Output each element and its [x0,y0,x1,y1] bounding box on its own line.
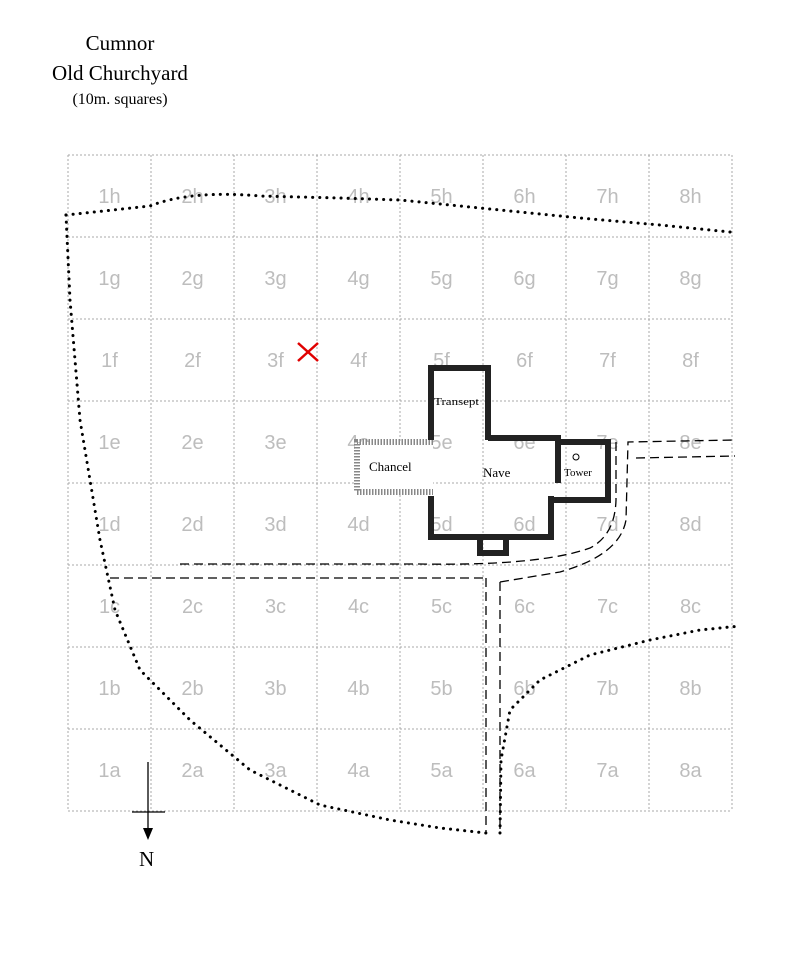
grid-cell-label-6h: 6h [513,186,535,208]
grid-cell-label-5c: 5c [431,596,452,618]
grid-cell-label-1g: 1g [98,268,120,290]
grid-cell-label-2e: 2e [181,432,203,454]
grid-cell-label-1d: 1d [98,514,120,536]
grid-cell-label-8f: 8f [682,350,699,372]
boundary-southeast [498,624,742,835]
grid-cell-label-6b: 6b [513,678,535,700]
title-scale-note: (10m. squares) [72,91,168,108]
grid-cell-label-7g: 7g [596,268,618,290]
grid-cell-label-4d: 4d [347,514,369,536]
chancel-label: Chancel [369,459,412,474]
grid-cell-label-8c: 8c [680,596,701,618]
grid-cell-label-6a: 6a [513,760,536,782]
paths [110,439,736,833]
grid-cell-label-2f: 2f [184,350,201,372]
grid-cell-label-1a: 1a [98,760,121,782]
grid-cell-label-8h: 8h [679,186,701,208]
grid-cell-label-2a: 2a [181,760,204,782]
grid-cell-label-5e: 5e [430,432,452,454]
grid-cell-label-7c: 7c [597,596,618,618]
porch-walls [477,537,509,556]
grid-cell-label-1h: 1h [98,186,120,208]
north-label: N [139,847,154,871]
grid-cell-label-1c: 1c [99,596,120,618]
grid-cell-label-3b: 3b [264,678,286,700]
grid-cell-label-8b: 8b [679,678,701,700]
grid-cell-label-3f: 3f [267,350,284,372]
tower-walls [553,439,611,503]
grid-cell-label-6g: 6g [513,268,535,290]
grid-cell-label-3c: 3c [265,596,286,618]
grid-cell-label-3a: 3a [264,760,287,782]
churchyard-boundary [64,192,742,835]
grid-cell-label-5d: 5d [430,514,452,536]
grid-cell-label-5g: 5g [430,268,452,290]
grid-cell-label-6d: 6d [513,514,535,536]
grid-cell-label-2b: 2b [181,678,203,700]
grid-cell-label-8g: 8g [679,268,701,290]
grid-cell-label-4a: 4a [347,760,370,782]
grid-cell-label-1f: 1f [101,350,118,372]
grid-cell-label-7a: 7a [596,760,619,782]
grid-cell-label-1b: 1b [98,678,120,700]
grid-cell-label-6c: 6c [514,596,535,618]
grid-cell-label-7h: 7h [596,186,618,208]
grid-cell-label-2d: 2d [181,514,203,536]
tower-stair-icon [572,453,580,461]
tower-label: Tower [564,467,592,479]
grid-cell-label-3e: 3e [264,432,286,454]
cross-marker-icon [297,342,319,362]
path-curve [499,439,736,583]
boundary-north [64,192,732,234]
grid-cell-label-7b: 7b [596,678,618,700]
grid-cell-label-4b: 4b [347,678,369,700]
transept-label: Transept [434,396,479,408]
grid-cell-label-4g: 4g [347,268,369,290]
church-plan: Chancel Nave Tower Transept [354,365,611,556]
path-east [635,455,736,459]
title-line-2: Old Churchyard [52,61,188,85]
grid-cell-label-5a: 5a [430,760,453,782]
grid-cell-label-7f: 7f [599,350,616,372]
grid-cell-label-4h: 4h [347,186,369,208]
boundary-west-south [64,213,488,835]
grid-cell-label-8e: 8e [679,432,701,454]
grid-cell-label-8d: 8d [679,514,701,536]
title-line-1: Cumnor [85,31,155,55]
grid-cell-label-3h: 3h [264,186,286,208]
grid-cell-label-2c: 2c [182,596,203,618]
grid-cell-label-2g: 2g [181,268,203,290]
grid-cell-label-6f: 6f [516,350,533,372]
transept-walls [428,365,491,440]
grid-cell-label-4c: 4c [348,596,369,618]
nave-label: Nave [483,465,511,480]
grid-cell-label-4f: 4f [350,350,367,372]
map-title: Cumnor Old Churchyard (10m. squares) [0,28,240,112]
grid-cell-label-8a: 8a [679,760,702,782]
grid-cell-label-3g: 3g [264,268,286,290]
nave-walls [428,435,561,540]
path-church-south [180,440,617,565]
grid-cell-label-5b: 5b [430,678,452,700]
grid-cell-label-3d: 3d [264,514,286,536]
grid-cell-label-1e: 1e [98,432,120,454]
grid-cell-label-5h: 5h [430,186,452,208]
north-arrow-icon [132,762,165,840]
